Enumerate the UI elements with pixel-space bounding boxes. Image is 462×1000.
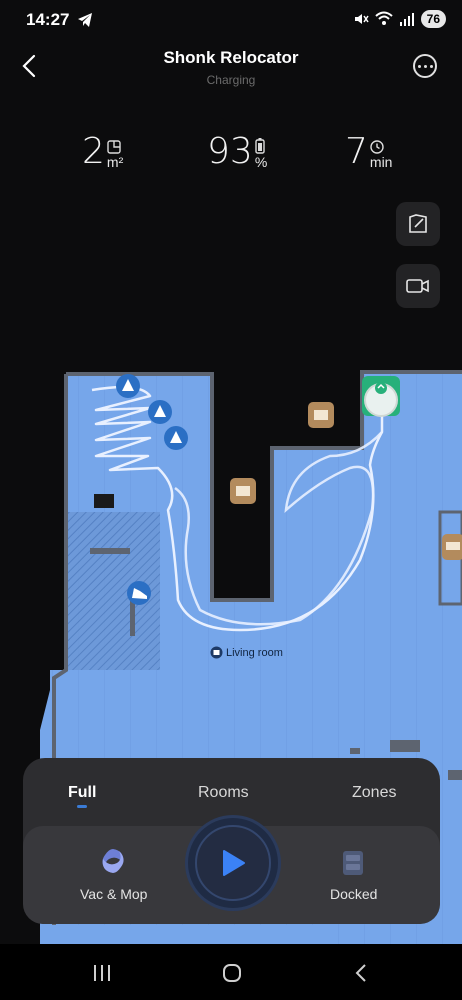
- dock-icon[interactable]: [342, 850, 364, 876]
- camera-button[interactable]: [396, 264, 440, 308]
- stat-area-value: 2: [82, 131, 105, 172]
- shoe-marker: [127, 581, 151, 605]
- battery-badge: 76: [420, 10, 446, 28]
- status-icons: 76: [353, 10, 446, 28]
- wifi-icon: [374, 11, 393, 25]
- clock-icon: [370, 140, 384, 154]
- stat-area-unit: m²: [106, 154, 124, 170]
- play-icon: [223, 850, 245, 876]
- back-icon[interactable]: [18, 52, 42, 80]
- room-tag-icon: [210, 646, 223, 659]
- mute-icon: [354, 14, 369, 24]
- status-time: 14:27: [26, 10, 70, 29]
- stat-time: 7 min: [345, 131, 393, 172]
- recent-apps-icon[interactable]: [92, 964, 112, 982]
- stat-time-value: 7: [345, 131, 368, 172]
- stat-time-unit: min: [369, 154, 393, 170]
- telegram-icon: [78, 13, 92, 27]
- stat-battery-value: 93: [207, 131, 253, 172]
- video-camera-icon: [406, 279, 429, 293]
- furniture-marker: [308, 402, 334, 428]
- tab-rooms[interactable]: Rooms: [198, 784, 249, 801]
- tab-zones[interactable]: Zones: [352, 784, 397, 801]
- mode-label[interactable]: Vac & Mop: [80, 886, 148, 902]
- obstacle-marker: [116, 374, 140, 398]
- dock-marker: [362, 376, 400, 417]
- obstacle-marker: [164, 426, 188, 450]
- furniture-marker: [230, 478, 256, 504]
- active-tab-indicator: [77, 805, 87, 808]
- more-options-icon[interactable]: [413, 54, 437, 78]
- battery-icon: [255, 138, 265, 154]
- edit-map-icon: [409, 214, 427, 233]
- start-button[interactable]: [188, 818, 278, 908]
- edit-map-button[interactable]: [396, 202, 440, 246]
- dock-label[interactable]: Docked: [330, 886, 378, 902]
- signal-icon: [399, 13, 414, 26]
- room-label-text: Living room: [226, 646, 283, 659]
- tab-full[interactable]: Full: [68, 784, 97, 801]
- furniture-marker: [442, 534, 462, 560]
- stat-area: 2 m²: [82, 131, 124, 172]
- system-nav-bar: [0, 944, 462, 1000]
- start-button-inner: [195, 825, 271, 901]
- home-icon[interactable]: [222, 963, 242, 983]
- stat-battery: 93 %: [207, 131, 268, 172]
- device-status: Charging: [206, 73, 256, 87]
- page-title: Shonk Relocator: [163, 48, 299, 67]
- obstacle-marker: [148, 400, 172, 424]
- stat-battery-unit: %: [254, 154, 268, 170]
- room-label[interactable]: Living room: [210, 646, 283, 659]
- status-bar: 14:27 76: [0, 0, 462, 44]
- area-icon: [107, 140, 121, 154]
- vac-mop-icon[interactable]: [99, 847, 127, 875]
- nav-back-icon[interactable]: [354, 963, 368, 983]
